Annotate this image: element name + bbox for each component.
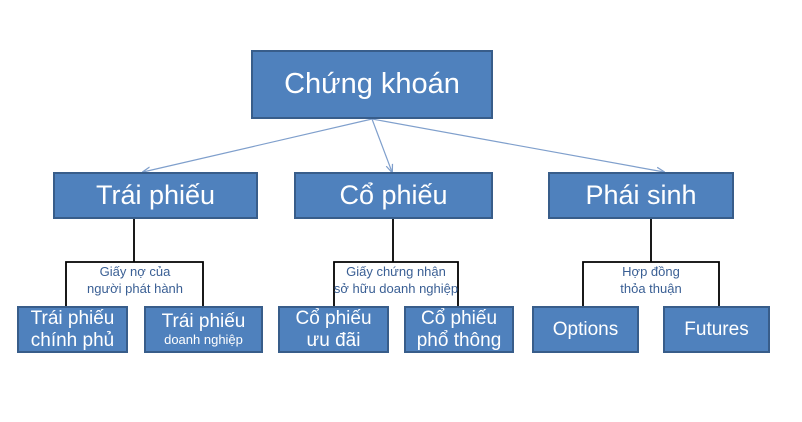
relation-label-co-phieu: Giấy chứng nhận sở hữu doanh nghiệp <box>326 264 466 298</box>
node-line: phổ thông <box>416 329 502 351</box>
connector-trai-phieu <box>65 219 204 306</box>
node-line: chính phủ <box>30 329 115 351</box>
node-line: Trái phiếu <box>30 307 115 329</box>
node-co-phieu-label: Cổ phiếu <box>339 179 448 210</box>
node-line: Cổ phiếu <box>295 307 372 329</box>
root-label: Chứng khoán <box>284 67 460 100</box>
connector-co-phieu <box>333 219 459 306</box>
relation-line: Hợp đồng <box>622 264 680 279</box>
node-trai-phieu: Trái phiếu <box>53 172 258 219</box>
node-futures: Futures <box>663 306 770 353</box>
node-co-phieu-pho-thong: Cổ phiếu phổ thông <box>404 306 514 353</box>
node-options: Options <box>532 306 639 353</box>
node-options-label: Options <box>552 318 619 340</box>
relation-line: thỏa thuận <box>620 280 682 296</box>
root-node: Chứng khoán <box>251 50 493 119</box>
relation-label-phai-sinh: Hợp đồng thỏa thuận <box>590 264 712 298</box>
node-co-phieu-uu-dai: Cổ phiếu ưu đãi <box>278 306 389 353</box>
node-phai-sinh: Phái sinh <box>548 172 734 219</box>
node-line: doanh nghiệp <box>164 331 243 347</box>
node-line: Trái phiếu <box>161 311 246 333</box>
node-line: ưu đãi <box>306 329 361 351</box>
node-trai-phieu-doanh-nghiep: Trái phiếu doanh nghiệp <box>144 306 263 353</box>
relation-line: người phát hành <box>86 280 184 296</box>
node-trai-phieu-chinh-phu: Trái phiếu chính phủ <box>17 306 128 353</box>
node-trai-phieu-label: Trái phiếu <box>95 179 216 210</box>
arrow-root-to-trai-phieu <box>143 118 373 172</box>
node-futures-label: Futures <box>684 318 749 340</box>
arrow-root-to-co-phieu <box>371 118 392 172</box>
relation-label-trai-phieu: Giấy nợ của người phát hành <box>70 264 200 298</box>
relation-line: Giấy nợ của <box>99 264 171 279</box>
node-phai-sinh-label: Phái sinh <box>585 179 697 210</box>
relation-line: sở hữu doanh nghiệp <box>333 280 459 296</box>
node-line: Cổ phiếu <box>420 307 498 329</box>
connector-phai-sinh <box>582 219 720 306</box>
arrow-root-to-phai-sinh <box>371 118 664 172</box>
node-co-phieu: Cổ phiếu <box>294 172 493 219</box>
relation-line: Giấy chứng nhận <box>346 264 446 279</box>
